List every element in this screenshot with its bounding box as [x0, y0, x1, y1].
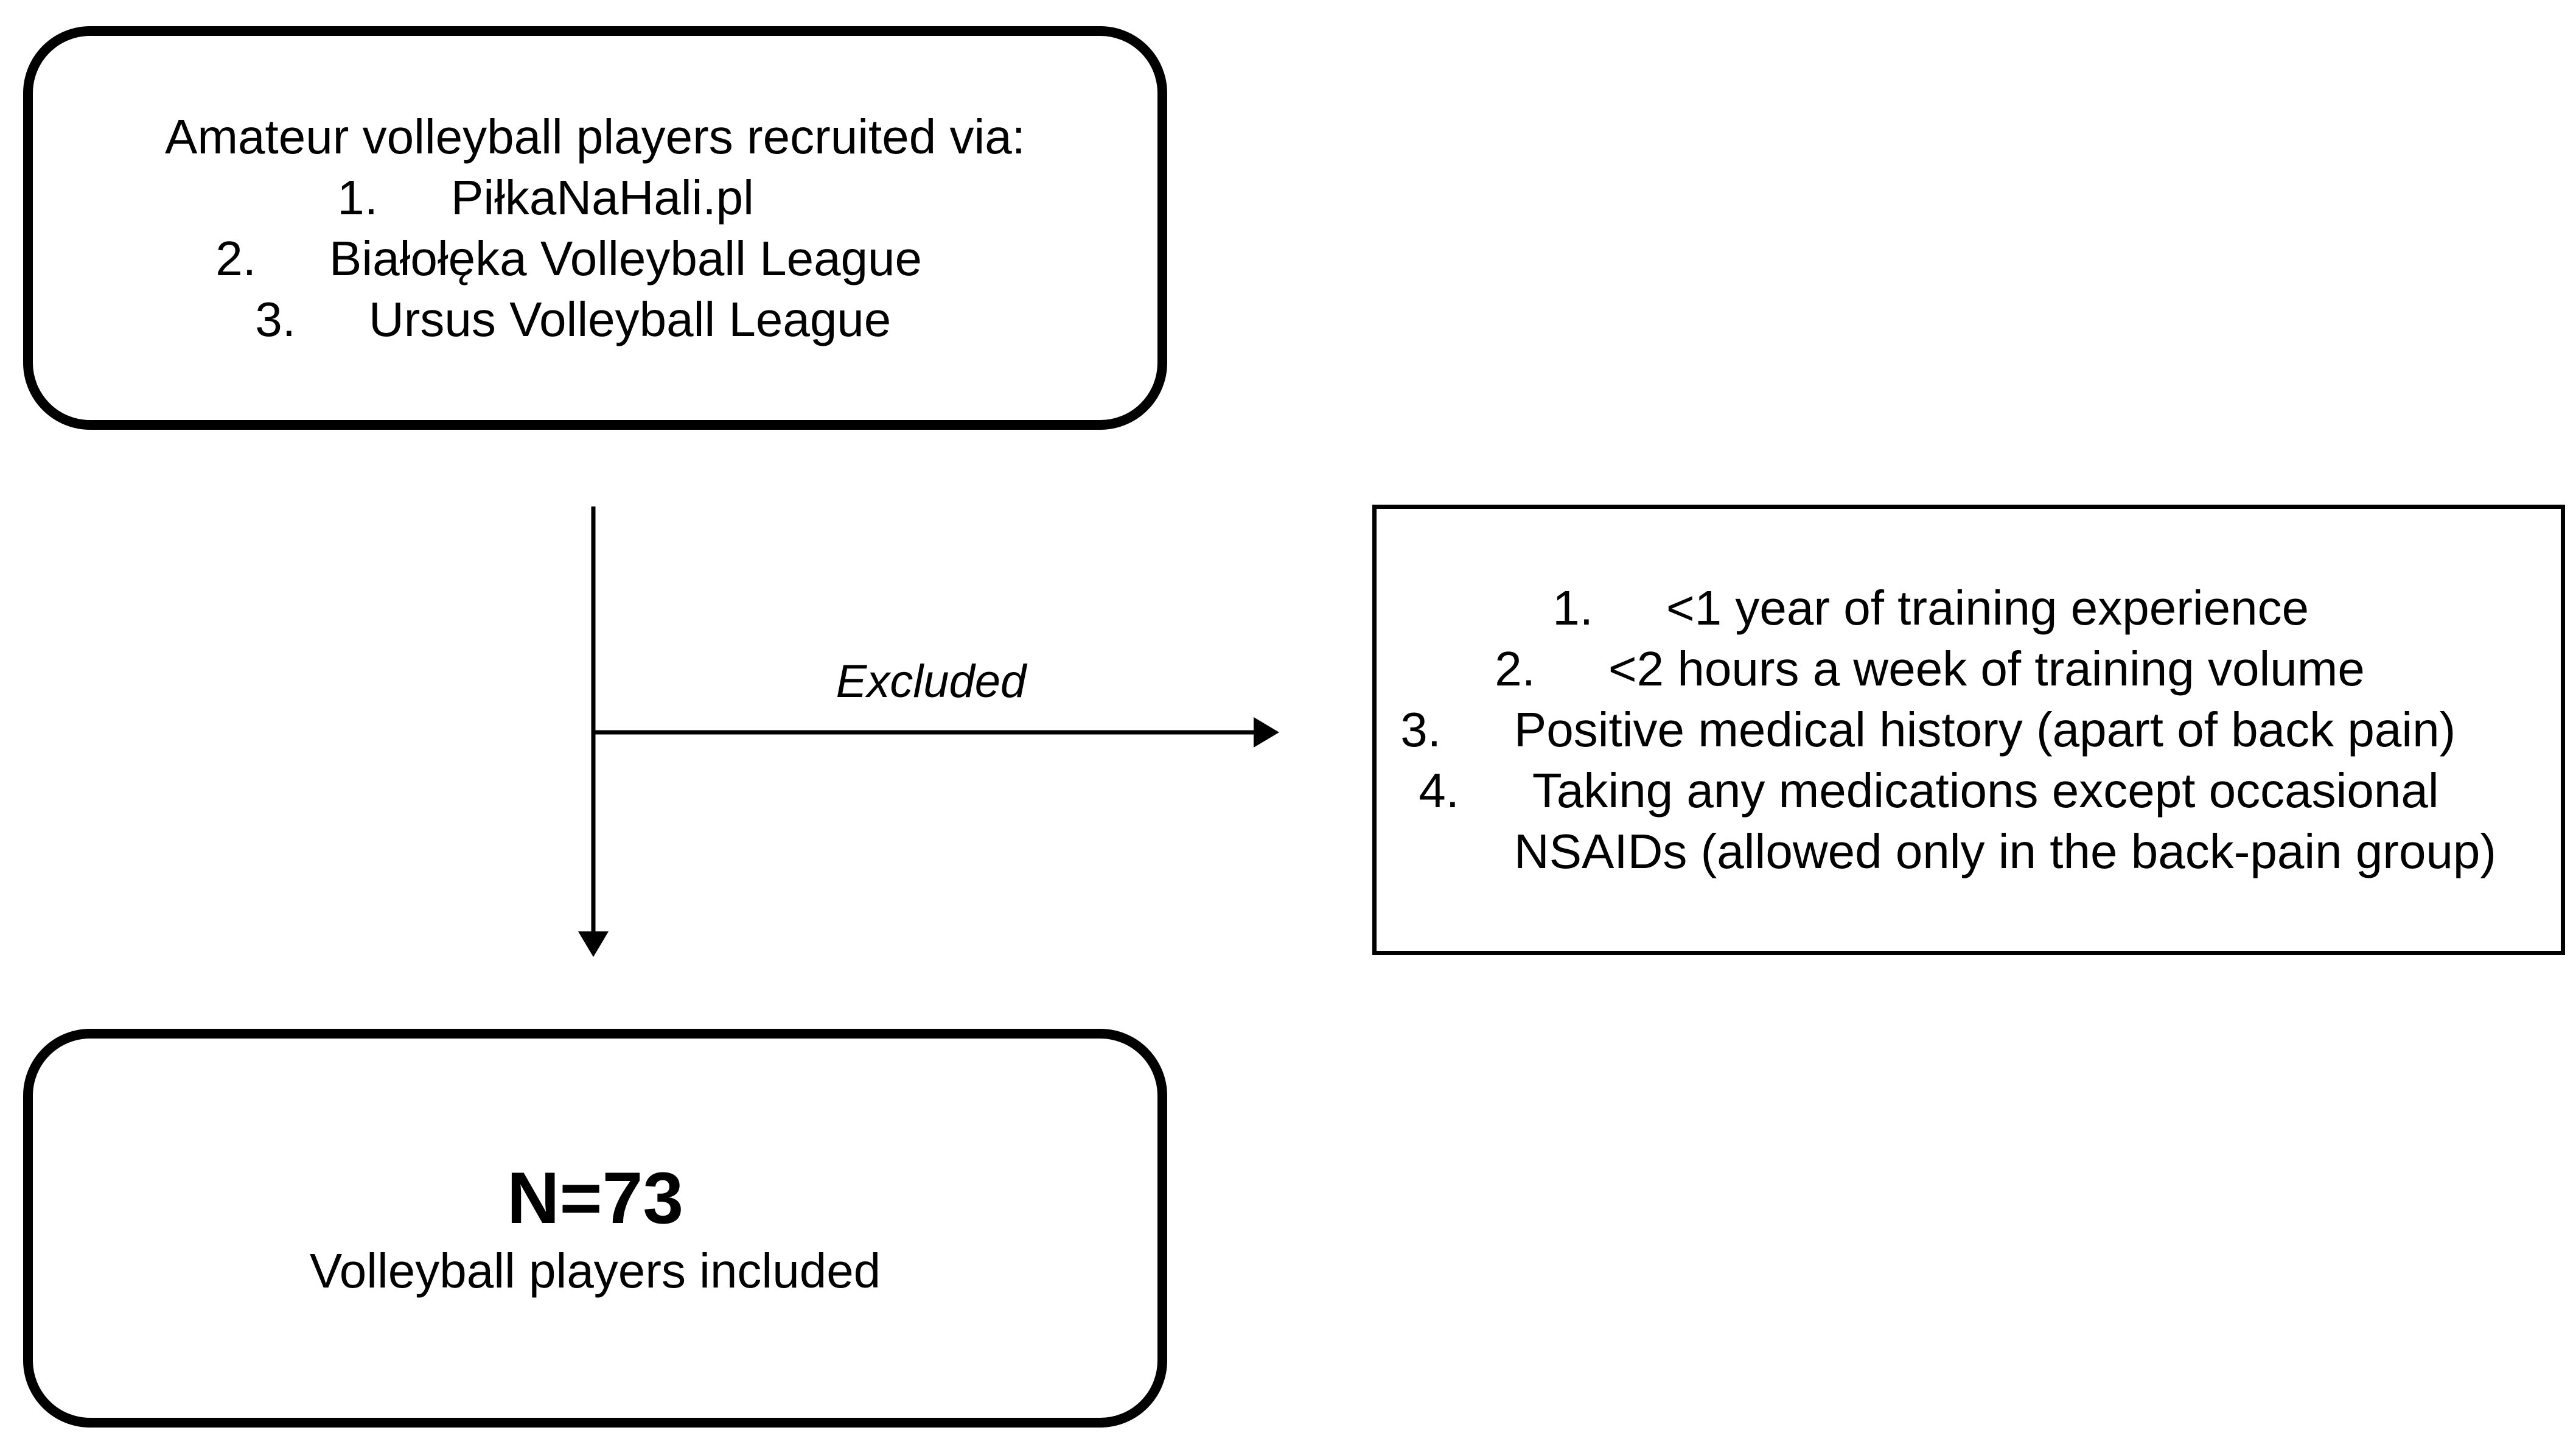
exclusion-criterion-item: 4. Taking any medications except occasio…: [1411, 760, 2496, 821]
recruitment-heading: Amateur volleyball players recruited via…: [165, 109, 1025, 164]
exclusion-arrowhead: [1254, 717, 1279, 748]
recruitment-box: Amateur volleyball players recruited via…: [23, 26, 1167, 430]
excluded-arrow-label: Excluded: [836, 656, 1027, 707]
exclusion-criterion-item: 1. <1 year of training experience: [1545, 578, 2496, 639]
exclusion-criterion-item: 2. <2 hours a week of training volume: [1487, 639, 2496, 699]
included-count: N=73: [506, 1157, 684, 1239]
exclusion-criterion-label: <1 year of training experience: [1666, 581, 2309, 635]
recruitment-source-label: Ursus Volleyball League: [368, 292, 892, 346]
exclusion-criterion-label: Positive medical history (apart of back …: [1513, 702, 2456, 757]
exclusion-criterion-label: NSAIDs (allowed only in the back-pain gr…: [1513, 824, 2497, 878]
list-marker: 2.: [215, 231, 256, 286]
recruitment-source-item: 1. PiłkaNaHali.pl: [323, 167, 922, 228]
recruitment-source-label: Białołęka Volleyball League: [329, 231, 923, 286]
list-marker: 2.: [1495, 642, 1535, 696]
list-marker: 3.: [255, 292, 296, 346]
included-caption: Volleyball players included: [309, 1243, 881, 1298]
exclusion-criteria-box: 1. <1 year of training experience 2. <2 …: [1372, 505, 2565, 955]
recruitment-source-list: 1. PiłkaNaHali.pl 2. Białołęka Volleybal…: [215, 167, 922, 350]
list-marker: 3.: [1400, 702, 1441, 757]
included-box: N=73 Volleyball players included: [23, 1029, 1167, 1428]
exclusion-criterion-label: Taking any medications except occasional: [1532, 763, 2439, 818]
list-marker: 4.: [1419, 763, 1459, 818]
main-flow-arrowhead: [578, 931, 609, 957]
list-marker: 1.: [337, 170, 378, 225]
recruitment-source-item: 2. Białołęka Volleyball League: [201, 228, 922, 289]
list-marker: 1.: [1552, 581, 1593, 635]
exclusion-criterion-continuation: NSAIDs (allowed only in the back-pain gr…: [1514, 821, 2496, 882]
exclusion-criteria-list: 1. <1 year of training experience 2. <2 …: [1400, 578, 2496, 882]
exclusion-criterion-label: <2 hours a week of training volume: [1608, 642, 2365, 696]
exclusion-criterion-item: 3. Positive medical history (apart of ba…: [1392, 699, 2496, 760]
recruitment-source-item: 3. Ursus Volleyball League: [241, 289, 922, 350]
recruitment-source-label: PiłkaNaHali.pl: [450, 170, 754, 225]
